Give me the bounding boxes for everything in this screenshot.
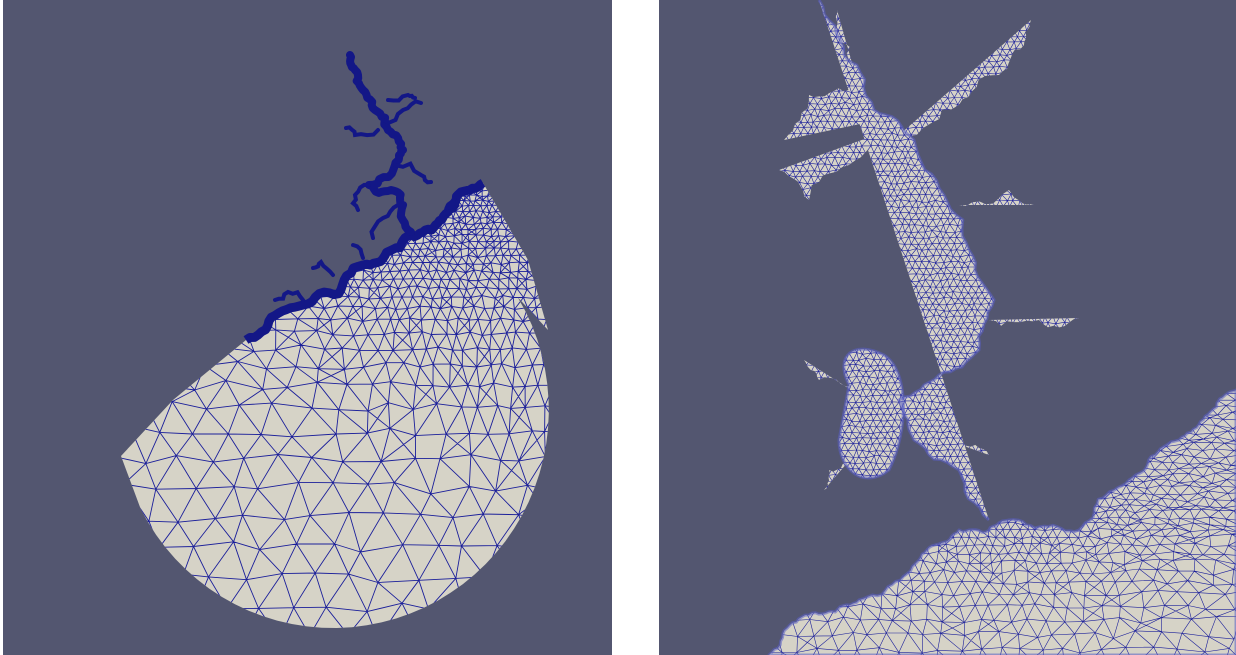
estuary-branch xyxy=(273,289,305,302)
refined-boundary xyxy=(837,347,905,480)
estuary-branch xyxy=(344,125,380,138)
estuary-branch xyxy=(441,198,460,217)
estuary-branch xyxy=(386,92,417,103)
zoomed-mesh-svg xyxy=(767,0,1236,655)
estuary-branch xyxy=(351,243,365,260)
refined-boundary xyxy=(767,388,1236,655)
estuary-branch xyxy=(381,99,423,125)
estuary-branch xyxy=(369,203,400,240)
zoomed-mesh-panel xyxy=(659,0,1236,655)
estuary-branch xyxy=(350,182,371,212)
full-domain-mesh-panel xyxy=(3,0,612,655)
estuary-branch xyxy=(393,161,433,185)
estuary-branch xyxy=(311,258,335,277)
full-domain-mesh-svg xyxy=(121,51,549,628)
coastline-fringe xyxy=(243,179,486,344)
estuary-channel xyxy=(346,51,415,236)
refined-boundary xyxy=(817,0,996,522)
